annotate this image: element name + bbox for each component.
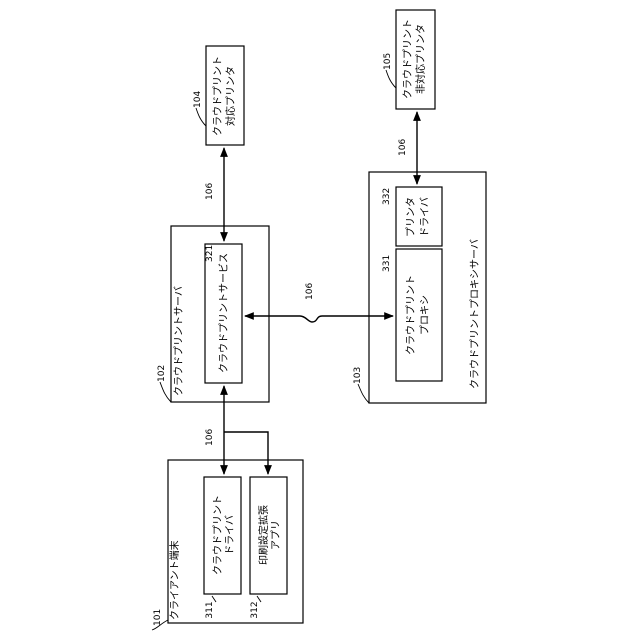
cloud-print-proxy-line2: プロキシ [419, 295, 431, 335]
client-terminal-ref: 101 [153, 609, 163, 626]
printer-driver-line2: ドライバ [419, 197, 431, 237]
unsupported-printer-line2: 非対応プリンタ [414, 24, 427, 94]
supported-printer-line2: 対応プリンタ [224, 66, 237, 126]
cloud-print-server-ref: 102 [157, 365, 167, 382]
client-driver-ref: 311 [205, 601, 215, 618]
cloud-print-proxy-box [396, 249, 442, 381]
proxy-server-leader [358, 384, 369, 403]
cloud-print-service-ref: 321 [205, 245, 215, 262]
proxy-server-ref: 103 [353, 367, 363, 384]
print-settings-app-ref: 312 [250, 601, 260, 618]
cloud-print-server-label: クラウドプリントサーバ [173, 286, 185, 396]
print-settings-app-line1: 印刷設定拡張 [257, 505, 270, 565]
unsupported-printer-ref: 105 [383, 53, 393, 70]
cloud-print-proxy-line1: クラウドプリント [405, 275, 417, 355]
supported-printer-box [206, 46, 244, 145]
printer-driver-ref: 332 [382, 188, 392, 205]
cloud-print-proxy-ref: 331 [382, 255, 392, 272]
server-printer-connection-ref: 106 [205, 183, 215, 200]
print-settings-app-line2: アプリ [270, 520, 282, 550]
proxy-server-label: クラウドプリントプロキシサーバ [469, 239, 481, 389]
client-connection-ref: 106 [205, 429, 215, 446]
proxy-printer-connection-ref: 106 [398, 139, 408, 156]
printer-driver-box [396, 187, 442, 246]
supported-printer-ref: 104 [193, 91, 203, 108]
printer-driver-line1: プリンタ [405, 197, 417, 237]
unsupported-printer-line1: クラウドプリント [402, 19, 414, 99]
unsupported-printer-leader [386, 70, 396, 88]
client-driver-line2: ドライバ [224, 515, 236, 555]
supported-printer-line1: クラウドプリント [212, 56, 224, 136]
client-terminal-label: クライアント端末 [168, 540, 181, 620]
cloud-print-server-leader [160, 382, 171, 402]
cloud-print-service-label: クラウドプリントサービス [218, 253, 230, 373]
server-proxy-connection-ref: 106 [305, 283, 315, 300]
supported-printer-leader [196, 108, 206, 126]
client-driver-line1: クラウドプリント [212, 495, 224, 575]
